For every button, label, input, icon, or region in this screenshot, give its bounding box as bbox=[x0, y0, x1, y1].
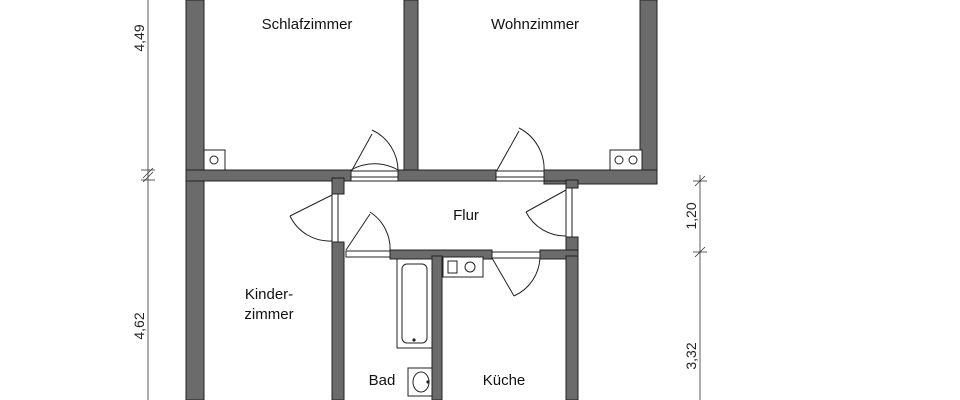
wall-bed-bottom-b bbox=[397, 169, 497, 182]
duct-schlafzimmer bbox=[203, 149, 226, 171]
sink bbox=[407, 367, 433, 397]
wall-bed-living bbox=[403, 0, 419, 175]
door-wohnzimmer bbox=[495, 127, 545, 178]
wall-bad-kueche bbox=[431, 255, 443, 400]
wall-kueche-right bbox=[565, 255, 579, 400]
wall-flur-right bbox=[565, 179, 579, 189]
dim-right-lower: 3,32 bbox=[683, 342, 699, 369]
wall-outer-right-upper bbox=[639, 0, 658, 185]
wall-kinder-right bbox=[331, 241, 345, 400]
wall-outer-left bbox=[185, 0, 205, 400]
dimension-right: 1,20 3,32 bbox=[683, 175, 707, 400]
door-kinderzimmer bbox=[289, 193, 339, 243]
duct-kueche bbox=[442, 256, 484, 278]
room-labels: Schlafzimmer Wohnzimmer Flur Kinder- zim… bbox=[244, 16, 579, 389]
fixtures bbox=[203, 149, 643, 397]
dim-left-upper: 4,49 bbox=[131, 24, 147, 51]
wall-living-bottom bbox=[543, 169, 658, 185]
wall-flur-left bbox=[331, 177, 345, 195]
door-schlafzimmer bbox=[350, 129, 399, 178]
label-kueche: Küche bbox=[483, 372, 526, 389]
walls bbox=[185, 0, 658, 400]
door-kueche bbox=[491, 251, 541, 297]
label-bad: Bad bbox=[369, 372, 396, 389]
label-flur: Flur bbox=[453, 207, 479, 224]
duct-wohnzimmer bbox=[609, 149, 643, 171]
label-wohnzimmer: Wohnzimmer bbox=[491, 16, 579, 33]
label-kinderzimmer-2: zimmer bbox=[244, 306, 293, 323]
bathtub bbox=[396, 258, 433, 349]
dim-right-upper: 1,20 bbox=[683, 202, 699, 229]
doors bbox=[289, 127, 573, 297]
label-schlafzimmer: Schlafzimmer bbox=[262, 16, 353, 33]
door-bad bbox=[345, 211, 391, 258]
door-flur-right bbox=[525, 187, 573, 238]
wall-bed-bottom-a bbox=[185, 169, 352, 182]
label-kinderzimmer-1: Kinder- bbox=[245, 286, 293, 303]
dim-left-lower: 4,62 bbox=[131, 312, 147, 339]
dimension-left: 4,49 4,62 bbox=[131, 0, 155, 400]
